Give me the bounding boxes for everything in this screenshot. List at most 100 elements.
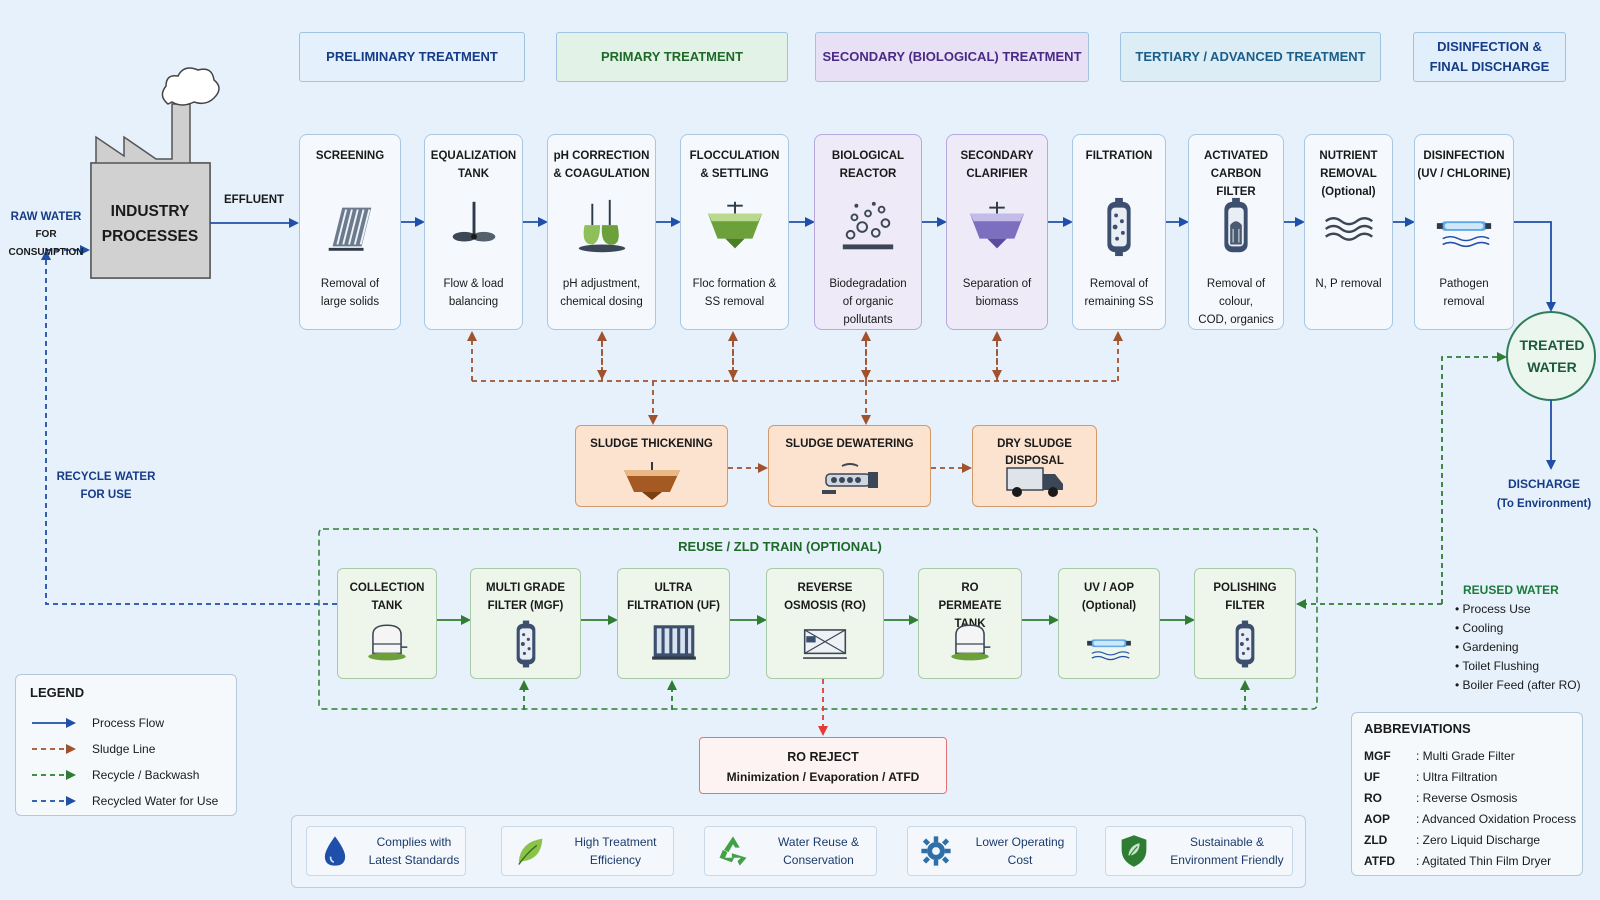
abbreviation-value: : Ultra Filtration	[1416, 770, 1498, 784]
unit-icon-wrap	[815, 191, 921, 263]
unit-title-line: pH CORRECTION	[553, 150, 650, 162]
badge-text-line: Environment Friendly	[1170, 853, 1284, 867]
zld-unit-title-line: POLISHING	[1213, 582, 1277, 594]
unit-title-line: EQUALIZATION	[430, 150, 517, 162]
zld-polishing-filter: POLISHING FILTER	[1194, 568, 1296, 679]
unit-title-line: BIOLOGICAL	[831, 150, 905, 162]
unit-title-line: TANK	[457, 168, 490, 180]
recycle-line2: FOR USE	[80, 489, 132, 501]
industry-processes-label: INDUSTRY PROCESSES	[90, 199, 210, 249]
filter-vessel-icon	[516, 620, 535, 668]
unit-title: FLOCCULATION & SETTLING	[683, 147, 786, 183]
treated-water-line1: TREATED	[1519, 337, 1585, 353]
zld-unit-title-line: RO	[961, 582, 979, 594]
badge-water-reuse: Water Reuse &Conservation	[704, 826, 877, 876]
zld-unit-title-line: TANK	[371, 600, 403, 612]
reused-water-item-text: Boiler Feed (after RO)	[1462, 678, 1581, 692]
abbreviation-row: UF: Ultra Filtration	[1364, 770, 1497, 784]
filter-vessel-icon	[1235, 620, 1255, 668]
zld-unit-icon-wrap	[919, 618, 1021, 670]
raw-water-text: RAW WATER	[10, 211, 82, 223]
unit-description-line: Removal of colour,	[1206, 278, 1266, 308]
uv-lamp-icon	[1087, 639, 1131, 661]
badge-text-line: Complies with	[376, 835, 452, 849]
raw-water-label: RAW WATER FOR CONSUMPTION	[4, 208, 88, 262]
abbreviation-key: ATFD	[1364, 854, 1396, 868]
sludge-thickening: SLUDGE THICKENING	[575, 425, 728, 507]
zld-unit-title-line: REVERSE	[797, 582, 853, 594]
legend-swatch-recycled-water	[32, 796, 76, 806]
unit-description-line: Separation of	[962, 278, 1032, 290]
unit-description-line: N, P removal	[1315, 278, 1382, 290]
zld-unit-title-line: FILTER (MGF)	[487, 600, 564, 612]
unit-description-line: large solids	[320, 296, 380, 308]
abbreviation-value: : Advanced Oxidation Process	[1416, 812, 1577, 826]
badge-text-line: Cost	[1007, 853, 1033, 867]
abbreviation-key: MGF	[1364, 749, 1391, 763]
unit-description-line: Floc formation &	[692, 278, 777, 290]
zld-unit-icon-wrap	[618, 618, 729, 670]
unit-description-line: remaining SS	[1084, 296, 1154, 308]
zld-unit-title: POLISHING FILTER	[1197, 579, 1293, 615]
zld-unit-title-line: FILTER	[1225, 600, 1265, 612]
badge-icon-wrap	[502, 833, 558, 869]
unit-title-line: & SETTLING	[700, 168, 769, 180]
smoke-cloud	[161, 67, 220, 106]
unit-title-line: FLOCCULATION	[689, 150, 780, 162]
sludge-icon-wrap	[576, 460, 727, 500]
industry-box	[90, 162, 211, 279]
unit-description-line: SS removal	[704, 296, 765, 308]
industry-line2: PROCESSES	[101, 228, 199, 245]
unit-title: DISINFECTION(UV / CHLORINE)	[1417, 147, 1511, 183]
arrow-to-treated-water	[1514, 221, 1556, 312]
unit-title-line: FILTRATION	[1085, 150, 1153, 162]
tank-icon	[368, 624, 408, 661]
ro-reject-box: RO REJECT Minimization / Evaporation / A…	[699, 737, 947, 794]
tank-icon	[951, 624, 991, 661]
badge-text: Water Reuse &Conservation	[761, 833, 876, 869]
recycle-water-label: RECYCLE WATER FOR USE	[52, 468, 160, 504]
reused-water-item: • Toilet Flushing	[1455, 659, 1540, 673]
reused-water-item: • Gardening	[1455, 640, 1519, 654]
unit-description-line: chemical dosing	[560, 296, 643, 308]
legend-item: Sludge Line	[30, 738, 155, 760]
stage-header-preliminary: PRELIMINARY TREATMENT	[299, 32, 525, 82]
unit-title: pH CORRECTION & COAGULATION	[550, 147, 653, 183]
zld-unit-title: UV / AOP(Optional)	[1061, 579, 1157, 615]
badge-icon-wrap	[705, 833, 761, 869]
unit-description-line: Removal of	[320, 278, 380, 290]
badge-text: Sustainable & Environment Friendly	[1162, 833, 1292, 869]
unit-title-line: & COAGULATION	[553, 168, 650, 180]
discharge-label: DISCHARGE (To Environment)	[1488, 474, 1600, 514]
unit-title-line: (UV / CHLORINE)	[1417, 168, 1511, 180]
badge-text-line: Sustainable &	[1189, 835, 1265, 849]
to-treated-water-recycle	[1441, 352, 1507, 604]
zld-train-frame	[318, 528, 1318, 710]
zld-unit-icon-wrap	[1059, 618, 1159, 670]
unit-title-line: REMOVAL	[1320, 168, 1377, 180]
unit-description: pH adjustment,chemical dosing	[550, 275, 653, 311]
legend-item: Process Flow	[30, 712, 164, 734]
badge-text-line: Conservation	[783, 853, 854, 867]
unit-icon-wrap	[947, 191, 1047, 263]
legend-label: Sludge Line	[92, 742, 156, 756]
zld-unit-title-line: FILTRATION (UF)	[627, 600, 720, 612]
